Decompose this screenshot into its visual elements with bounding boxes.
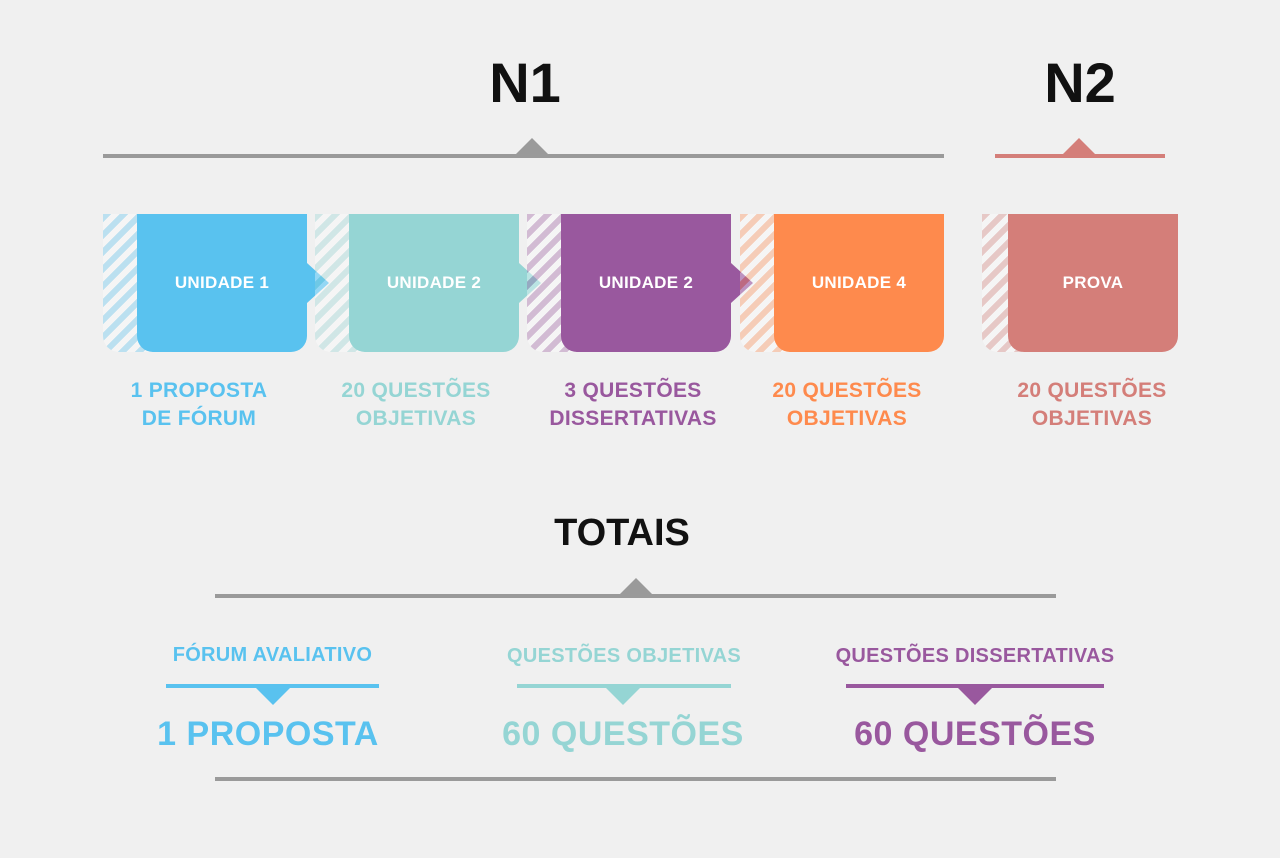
- prova-desc: 20 QUESTÕES OBJETIVAS: [1017, 379, 1167, 430]
- unit-3-card[interactable]: UNIDADE 2: [561, 214, 731, 352]
- total-objetivas-rule: [517, 684, 731, 688]
- unit-2-card[interactable]: UNIDADE 2: [349, 214, 519, 352]
- unit-3-desc: 3 QUESTÕES DISSERTATIVAS: [549, 379, 717, 430]
- prova-card[interactable]: PROVA: [1008, 214, 1178, 352]
- unit-4-desc: 20 QUESTÕES OBJETIVAS: [772, 379, 922, 430]
- totals-rule-notch: [619, 578, 653, 595]
- total-forum-label: FÓRUM AVALIATIVO: [172, 644, 373, 666]
- n1-rule: [103, 154, 944, 158]
- prova-label: PROVA: [1062, 273, 1124, 292]
- n1-heading: N1: [489, 51, 561, 114]
- total-objetivas-label: QUESTÕES OBJETIVAS: [507, 645, 741, 667]
- unit-1-card[interactable]: UNIDADE 1: [137, 214, 307, 352]
- n2-heading: N2: [1044, 51, 1116, 114]
- unit-1-desc: 1 PROPOSTA DE FÓRUM: [130, 379, 268, 430]
- n1-rule-notch: [515, 138, 549, 155]
- unit-2-label: UNIDADE 2: [386, 273, 482, 292]
- totals-heading: TOTAIS: [554, 512, 690, 554]
- total-objetivas-value: 60 QUESTÕES: [502, 715, 744, 753]
- bottom-rule: [215, 777, 1056, 781]
- total-dissertativas-label: QUESTÕES DISSERTATIVAS: [835, 645, 1115, 667]
- n2-rule-notch: [1062, 138, 1096, 155]
- total-forum-notch: [256, 688, 290, 705]
- total-dissertativas-value: 60 QUESTÕES: [854, 715, 1096, 753]
- unit-3-label: UNIDADE 2: [598, 273, 694, 292]
- unit-1-label: UNIDADE 1: [174, 273, 270, 292]
- unit-1-arrow: [307, 263, 329, 303]
- unit-4-card[interactable]: UNIDADE 4: [774, 214, 944, 352]
- totals-rule: [215, 594, 1056, 598]
- unit-2-desc: 20 QUESTÕES OBJETIVAS: [341, 379, 491, 430]
- total-forum-rule: [166, 684, 379, 688]
- total-dissertativas-rule: [846, 684, 1104, 688]
- unit-2-arrow: [519, 263, 541, 303]
- total-objetivas-notch: [606, 688, 640, 705]
- unit-3-arrow: [731, 263, 753, 303]
- unit-4-label: UNIDADE 4: [811, 273, 907, 292]
- n2-rule: [995, 154, 1165, 158]
- total-dissertativas-notch: [958, 688, 992, 705]
- total-forum-value: 1 PROPOSTA: [157, 715, 379, 753]
